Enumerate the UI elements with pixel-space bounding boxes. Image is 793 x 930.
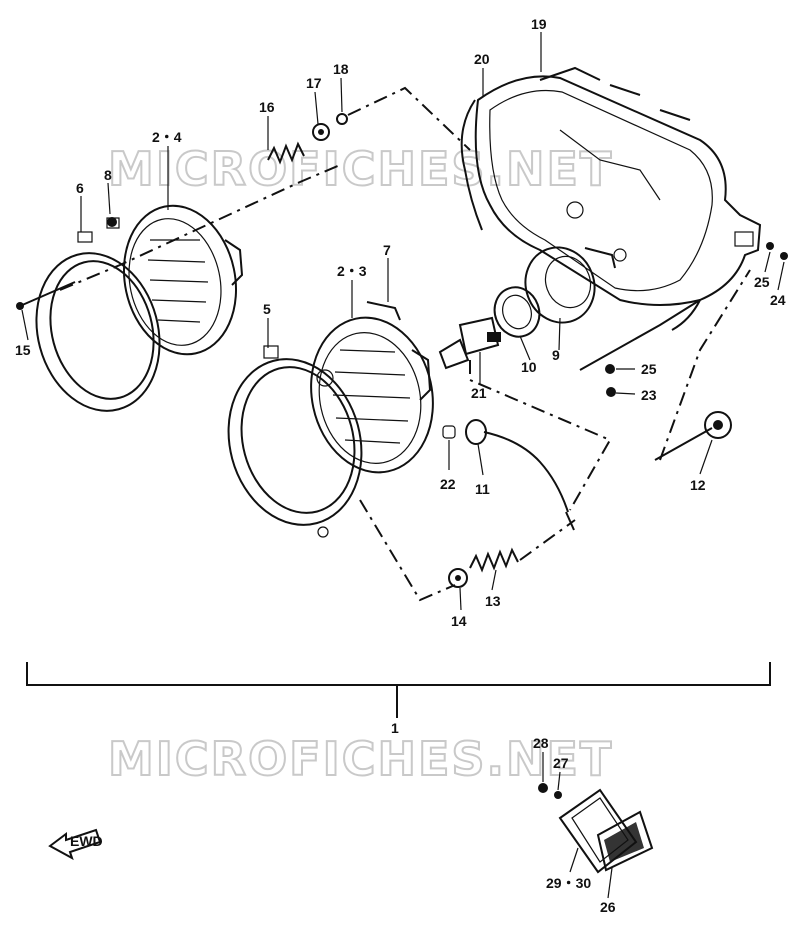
label-17: 17 xyxy=(306,75,322,91)
label-10: 10 xyxy=(521,359,537,375)
left-rim xyxy=(35,217,161,412)
label-2-4: 2・4 xyxy=(152,129,182,145)
label-11: 11 xyxy=(475,481,490,497)
label-15: 15 xyxy=(15,342,31,358)
headlight-housing xyxy=(460,66,762,371)
label-29-30: 29・30 xyxy=(546,875,591,891)
label-1: 1 xyxy=(391,720,399,736)
label-13: 13 xyxy=(485,593,501,609)
washer-25-lower xyxy=(605,364,615,374)
spring-13 xyxy=(469,547,519,573)
label-7: 7 xyxy=(383,242,391,258)
bolt-24 xyxy=(780,252,788,260)
label-8: 8 xyxy=(104,167,112,183)
left-reflector-unit xyxy=(122,204,244,356)
label-18: 18 xyxy=(333,61,349,77)
label-2-3: 2・3 xyxy=(337,263,367,279)
watermark-bottom: MICROFICHES.NET xyxy=(108,732,613,786)
label-12: 12 xyxy=(690,477,706,493)
clip-7 xyxy=(366,301,401,321)
wire-harness-11 xyxy=(465,419,575,531)
part-labels: 19 20 2・4 6 8 15 16 17 18 2・3 7 5 9 10 2… xyxy=(15,16,786,915)
label-26: 26 xyxy=(600,899,616,915)
label-24: 24 xyxy=(770,292,786,308)
nut-14 xyxy=(448,568,468,588)
label-6: 6 xyxy=(76,180,84,196)
reflector-lens-26 xyxy=(596,810,654,872)
label-20: 20 xyxy=(474,51,490,67)
direction-arrow: EWD xyxy=(48,828,103,861)
label-16: 16 xyxy=(259,99,275,115)
label-25-lower: 25 xyxy=(641,361,657,377)
label-22: 22 xyxy=(440,476,456,492)
leader-lines-bottom xyxy=(542,752,613,899)
label-27: 27 xyxy=(553,755,569,771)
bulb-21 xyxy=(438,316,501,370)
label-9: 9 xyxy=(552,347,560,363)
assembly-lines xyxy=(59,86,751,602)
washer-18 xyxy=(336,113,348,125)
washer-27 xyxy=(554,791,562,799)
label-14: 14 xyxy=(451,613,467,629)
nut-28 xyxy=(538,783,548,793)
left-screw-15 xyxy=(16,281,76,310)
nut-17 xyxy=(312,123,330,141)
watermark-top: MICROFICHES.NET xyxy=(108,142,613,196)
bolt-23 xyxy=(606,387,616,397)
center-reflector-unit xyxy=(310,316,434,474)
label-25-right: 25 xyxy=(754,274,770,290)
socket-9 xyxy=(524,246,616,324)
label-5: 5 xyxy=(263,301,271,317)
label-28: 28 xyxy=(533,735,549,751)
leader-lines xyxy=(21,32,785,611)
direction-arrow-label: EWD xyxy=(70,833,103,849)
label-21: 21 xyxy=(471,385,487,401)
center-rim xyxy=(227,345,363,538)
label-23: 23 xyxy=(641,387,657,403)
bulb-holder-10 xyxy=(493,286,541,338)
assembly-bracket-1 xyxy=(26,662,771,718)
spring-16 xyxy=(267,141,305,165)
washer-25-right xyxy=(766,242,774,250)
adjuster-12 xyxy=(654,411,732,461)
grommet-22 xyxy=(442,425,456,439)
label-19: 19 xyxy=(531,16,547,32)
nut-8 xyxy=(107,217,117,227)
